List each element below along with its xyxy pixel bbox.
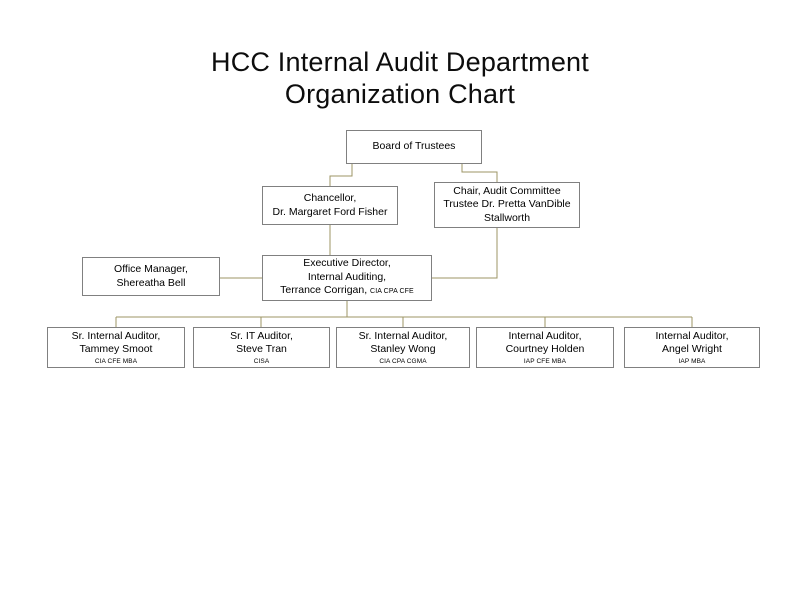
node-office-manager-line-2: Shereatha Bell: [116, 276, 186, 289]
node-sr-internal-auditor-stanley-wong[interactable]: Sr. Internal Auditor, Stanley Wong CIA C…: [336, 327, 470, 368]
node-sr-it-auditor-steve-tran[interactable]: Sr. IT Auditor, Steve Tran CISA: [193, 327, 330, 368]
node-audit-chair-line-2: Trustee Dr. Pretta VanDible: [443, 198, 571, 211]
node-tammey-smoot-line-1: Sr. Internal Auditor,: [71, 329, 161, 342]
node-stanley-wong-credentials: CIA CPA CGMA: [379, 357, 427, 365]
node-chancellor-line-2: Dr. Margaret Ford Fisher: [272, 205, 388, 218]
node-angel-wright-line-1: Internal Auditor,: [655, 329, 729, 342]
page-title: HCC Internal Audit Department Organizati…: [0, 46, 800, 110]
node-internal-auditor-courtney-holden[interactable]: Internal Auditor, Courtney Holden IAP CF…: [476, 327, 614, 368]
node-angel-wright-credentials: IAP MBA: [678, 357, 706, 365]
node-tammey-smoot-line-2: Tammey Smoot: [79, 343, 153, 355]
node-office-manager[interactable]: Office Manager, Shereatha Bell: [82, 257, 220, 296]
node-chancellor[interactable]: Chancellor, Dr. Margaret Ford Fisher: [262, 186, 398, 225]
node-courtney-holden-line-2: Courtney Holden: [505, 343, 585, 355]
node-executive-director-line-2: Internal Auditing,: [307, 270, 387, 283]
node-executive-director-line-3: Terrance Corrigan, CIA CPA CFE: [280, 284, 414, 299]
node-audit-chair-line-1: Chair, Audit Committee: [453, 184, 561, 197]
node-audit-committee-chair[interactable]: Chair, Audit Committee Trustee Dr. Prett…: [434, 182, 580, 228]
node-executive-director[interactable]: Executive Director, Internal Auditing, T…: [262, 255, 432, 301]
page-title-line-1: HCC Internal Audit Department: [211, 47, 589, 77]
node-steve-tran-line-2: Steve Tran: [236, 343, 287, 355]
node-sr-internal-auditor-tammey-smoot[interactable]: Sr. Internal Auditor, Tammey Smoot CIA C…: [47, 327, 185, 368]
node-steve-tran-line-1: Sr. IT Auditor,: [230, 329, 293, 342]
node-executive-director-line-1: Executive Director,: [303, 257, 391, 270]
node-steve-tran-credentials: CISA: [253, 357, 270, 365]
node-tammey-smoot-credentials: CIA CFE MBA: [94, 357, 138, 365]
node-board-of-trustees[interactable]: Board of Trustees: [346, 130, 482, 164]
node-courtney-holden-line-1: Internal Auditor,: [508, 329, 582, 342]
edge-board-to-chancellor: [329, 163, 353, 186]
node-stanley-wong-line-1: Sr. Internal Auditor,: [358, 329, 448, 342]
node-board-line-1: Board of Trustees: [372, 140, 456, 153]
edge-audit-chair-to-executive-director: [432, 227, 498, 279]
node-courtney-holden-credentials: IAP CFE MBA: [523, 357, 567, 365]
node-executive-director-name: Terrance Corrigan,: [280, 284, 368, 297]
node-audit-chair-line-3: Stallworth: [483, 211, 531, 224]
page-title-line-2: Organization Chart: [284, 79, 516, 109]
node-executive-director-credentials: CIA CPA CFE: [370, 288, 414, 296]
edge-board-to-audit-chair: [461, 163, 498, 182]
node-chancellor-line-1: Chancellor,: [303, 192, 357, 204]
node-stanley-wong-line-2: Stanley Wong: [370, 343, 436, 355]
node-office-manager-line-1: Office Manager,: [114, 263, 188, 275]
node-angel-wright-line-2: Angel Wright: [662, 343, 722, 355]
node-internal-auditor-angel-wright[interactable]: Internal Auditor, Angel Wright IAP MBA: [624, 327, 760, 368]
